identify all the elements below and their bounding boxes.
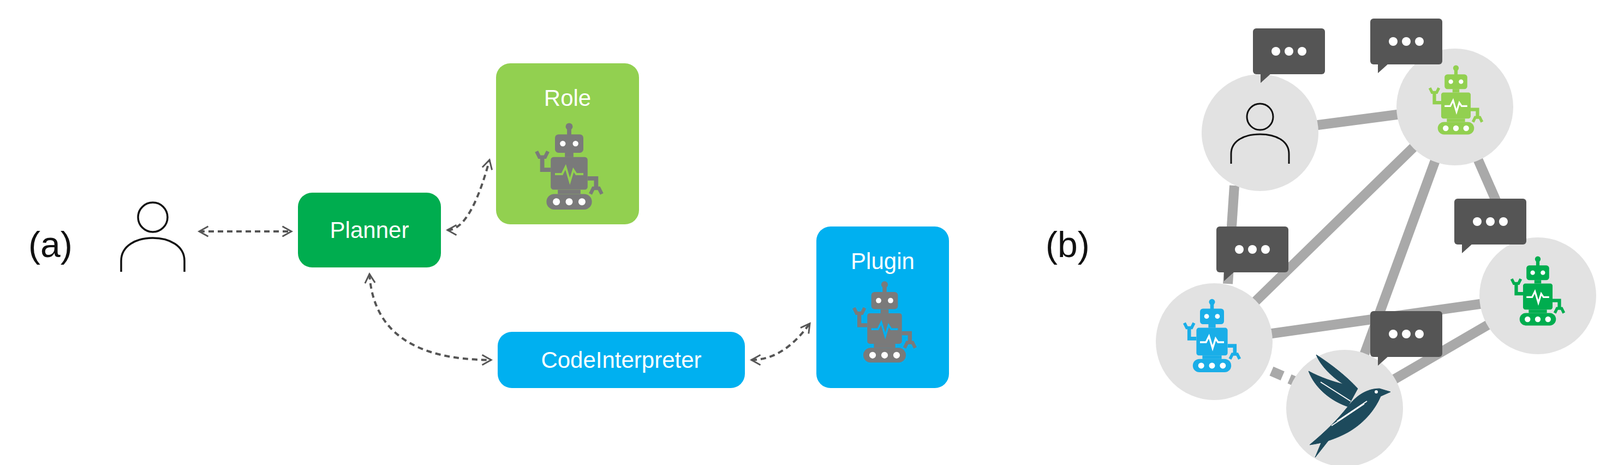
dashed-connector <box>447 159 490 231</box>
panel-label: (b) <box>1045 223 1090 266</box>
network-robot-icon <box>1429 65 1483 135</box>
panel-label: (a) <box>28 223 73 266</box>
network-robot-icon <box>1184 299 1240 373</box>
node-label: Plugin <box>839 248 926 275</box>
speech-bubbles <box>1216 18 1527 366</box>
node-label: Role <box>533 85 602 112</box>
dashed-connector <box>751 323 810 361</box>
user-icon <box>121 202 185 272</box>
bird-icon <box>1308 354 1391 458</box>
node-label: CodeInterpreter <box>529 347 713 374</box>
user-connector <box>199 230 292 233</box>
role-robot-icon <box>536 122 602 210</box>
node-label: Planner <box>319 217 421 244</box>
dashed-connector <box>369 273 492 361</box>
planner-box: Planner <box>297 192 441 268</box>
network-robot-icon <box>1511 256 1564 326</box>
network-nodes <box>1155 48 1597 465</box>
code-interpreter-box: CodeInterpreter <box>497 331 745 388</box>
plugin-robot-icon <box>854 281 916 363</box>
network-user-icon <box>1231 103 1289 164</box>
